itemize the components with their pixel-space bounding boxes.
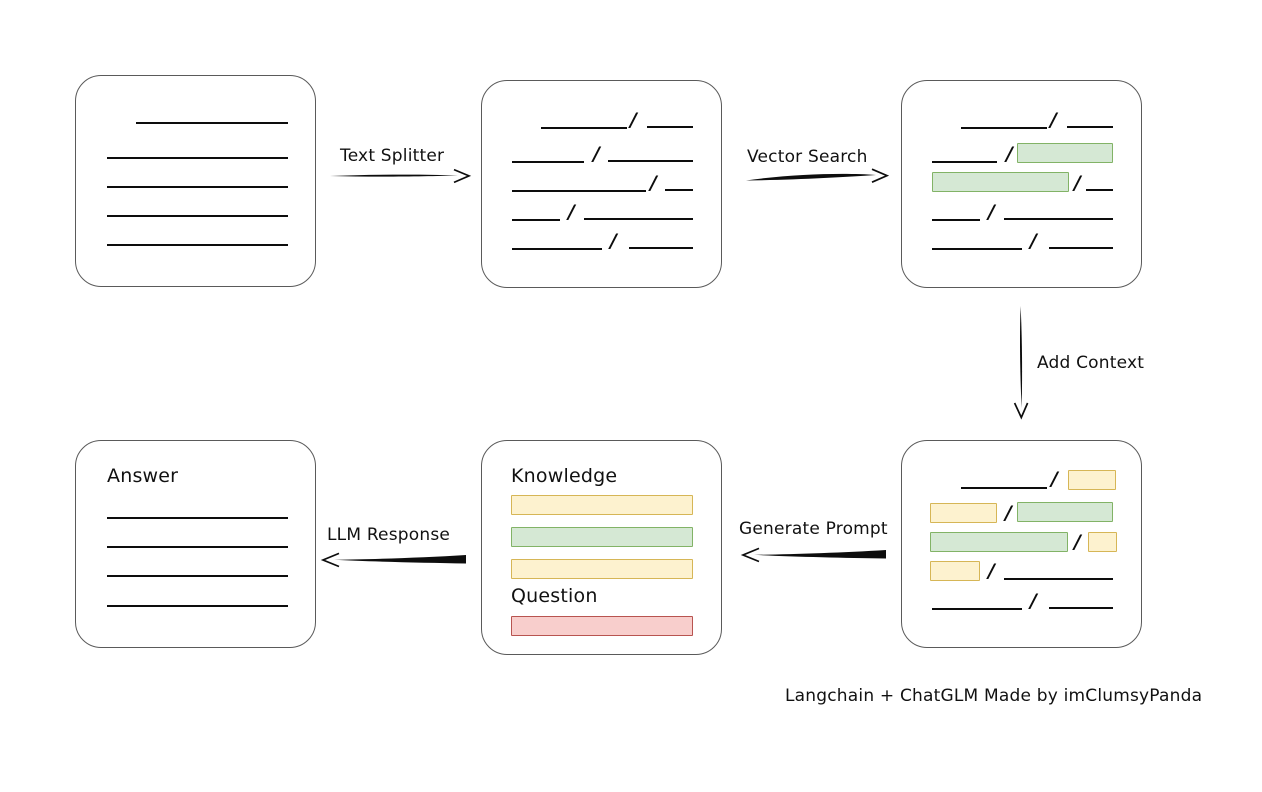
arrow-generate-prompt (740, 547, 886, 563)
split-document-box[interactable]: / / / / / (481, 80, 722, 288)
chunk-line (608, 160, 693, 162)
chunk-separator: / (1074, 172, 1081, 194)
answer-line (107, 575, 288, 577)
matched-chunk-highlight[interactable] (1017, 502, 1113, 522)
question-chunk-highlight[interactable] (1068, 470, 1116, 490)
chunk-line (1049, 247, 1113, 249)
chunk-separator: / (1050, 109, 1057, 131)
matched-document-box[interactable]: / / / / / (901, 80, 1142, 288)
knowledge-chunk-green[interactable] (511, 527, 693, 547)
document-line (107, 244, 288, 246)
footer-credit: Langchain + ChatGLM Made by imClumsyPand… (785, 686, 1203, 706)
chunk-line (932, 608, 1022, 610)
chunk-separator: / (1051, 468, 1058, 490)
question-chunk-highlight[interactable] (930, 503, 997, 523)
chunk-line (1067, 126, 1113, 128)
chunk-separator: / (610, 230, 617, 252)
answer-label: Answer (107, 465, 179, 487)
chunk-separator: / (568, 201, 575, 223)
question-label: Question (511, 585, 598, 607)
answer-line (107, 605, 288, 607)
chunk-line (512, 248, 602, 250)
chunk-separator: / (630, 109, 637, 131)
chunk-line (1049, 607, 1113, 609)
chunk-separator: / (1030, 590, 1037, 612)
chunk-separator: / (1074, 531, 1081, 553)
document-line (107, 157, 288, 159)
chunk-line (961, 127, 1047, 129)
document-line (107, 215, 288, 217)
matched-chunk-highlight[interactable] (932, 172, 1069, 192)
knowledge-chunk-yellow[interactable] (511, 495, 693, 515)
chunk-separator: / (1030, 230, 1037, 252)
edge-label-vector-search: Vector Search (747, 147, 868, 167)
chunk-separator: / (988, 201, 995, 223)
chunk-line (512, 190, 646, 192)
answer-line (107, 546, 288, 548)
chunk-line (1004, 578, 1113, 580)
chunk-line (1004, 218, 1113, 220)
arrow-text-splitter (330, 168, 472, 184)
arrow-llm-response (320, 552, 466, 568)
chunk-line (961, 487, 1047, 489)
chunk-line (932, 219, 980, 221)
matched-chunk-highlight[interactable] (930, 532, 1068, 552)
edge-label-add-context: Add Context (1037, 353, 1145, 373)
chunk-line (1086, 189, 1113, 191)
chunk-line (629, 247, 693, 249)
knowledge-label: Knowledge (511, 465, 618, 487)
document-line (107, 186, 288, 188)
answer-box[interactable]: Answer (75, 440, 316, 648)
source-document-box[interactable] (75, 75, 316, 287)
chunk-line (647, 126, 693, 128)
knowledge-chunk-yellow[interactable] (511, 559, 693, 579)
chunk-line (665, 189, 693, 191)
arrow-add-context (1013, 306, 1029, 420)
document-line (136, 122, 288, 124)
chunk-line (541, 127, 627, 129)
answer-line (107, 517, 288, 519)
chunk-line (932, 161, 997, 163)
arrow-vector-search (746, 168, 890, 183)
question-chunk-highlight[interactable] (930, 561, 980, 581)
chunk-separator: / (988, 560, 995, 582)
chunk-line (512, 219, 560, 221)
context-document-box[interactable]: / / / / / (901, 440, 1142, 648)
chunk-line (584, 218, 693, 220)
chunk-separator: / (593, 143, 600, 165)
edge-label-generate-prompt: Generate Prompt (739, 519, 888, 539)
question-chunk-highlight[interactable] (1088, 532, 1117, 552)
chunk-line (932, 248, 1022, 250)
edge-label-text-splitter: Text Splitter (340, 146, 445, 166)
matched-chunk-highlight[interactable] (1017, 143, 1113, 163)
edge-label-llm-response: LLM Response (327, 525, 451, 545)
chunk-line (512, 161, 584, 163)
chunk-separator: / (1005, 502, 1012, 524)
question-chunk-red[interactable] (511, 616, 693, 636)
chunk-separator: / (650, 172, 657, 194)
chunk-separator: / (1006, 143, 1013, 165)
prompt-box[interactable]: Knowledge Question (481, 440, 722, 655)
